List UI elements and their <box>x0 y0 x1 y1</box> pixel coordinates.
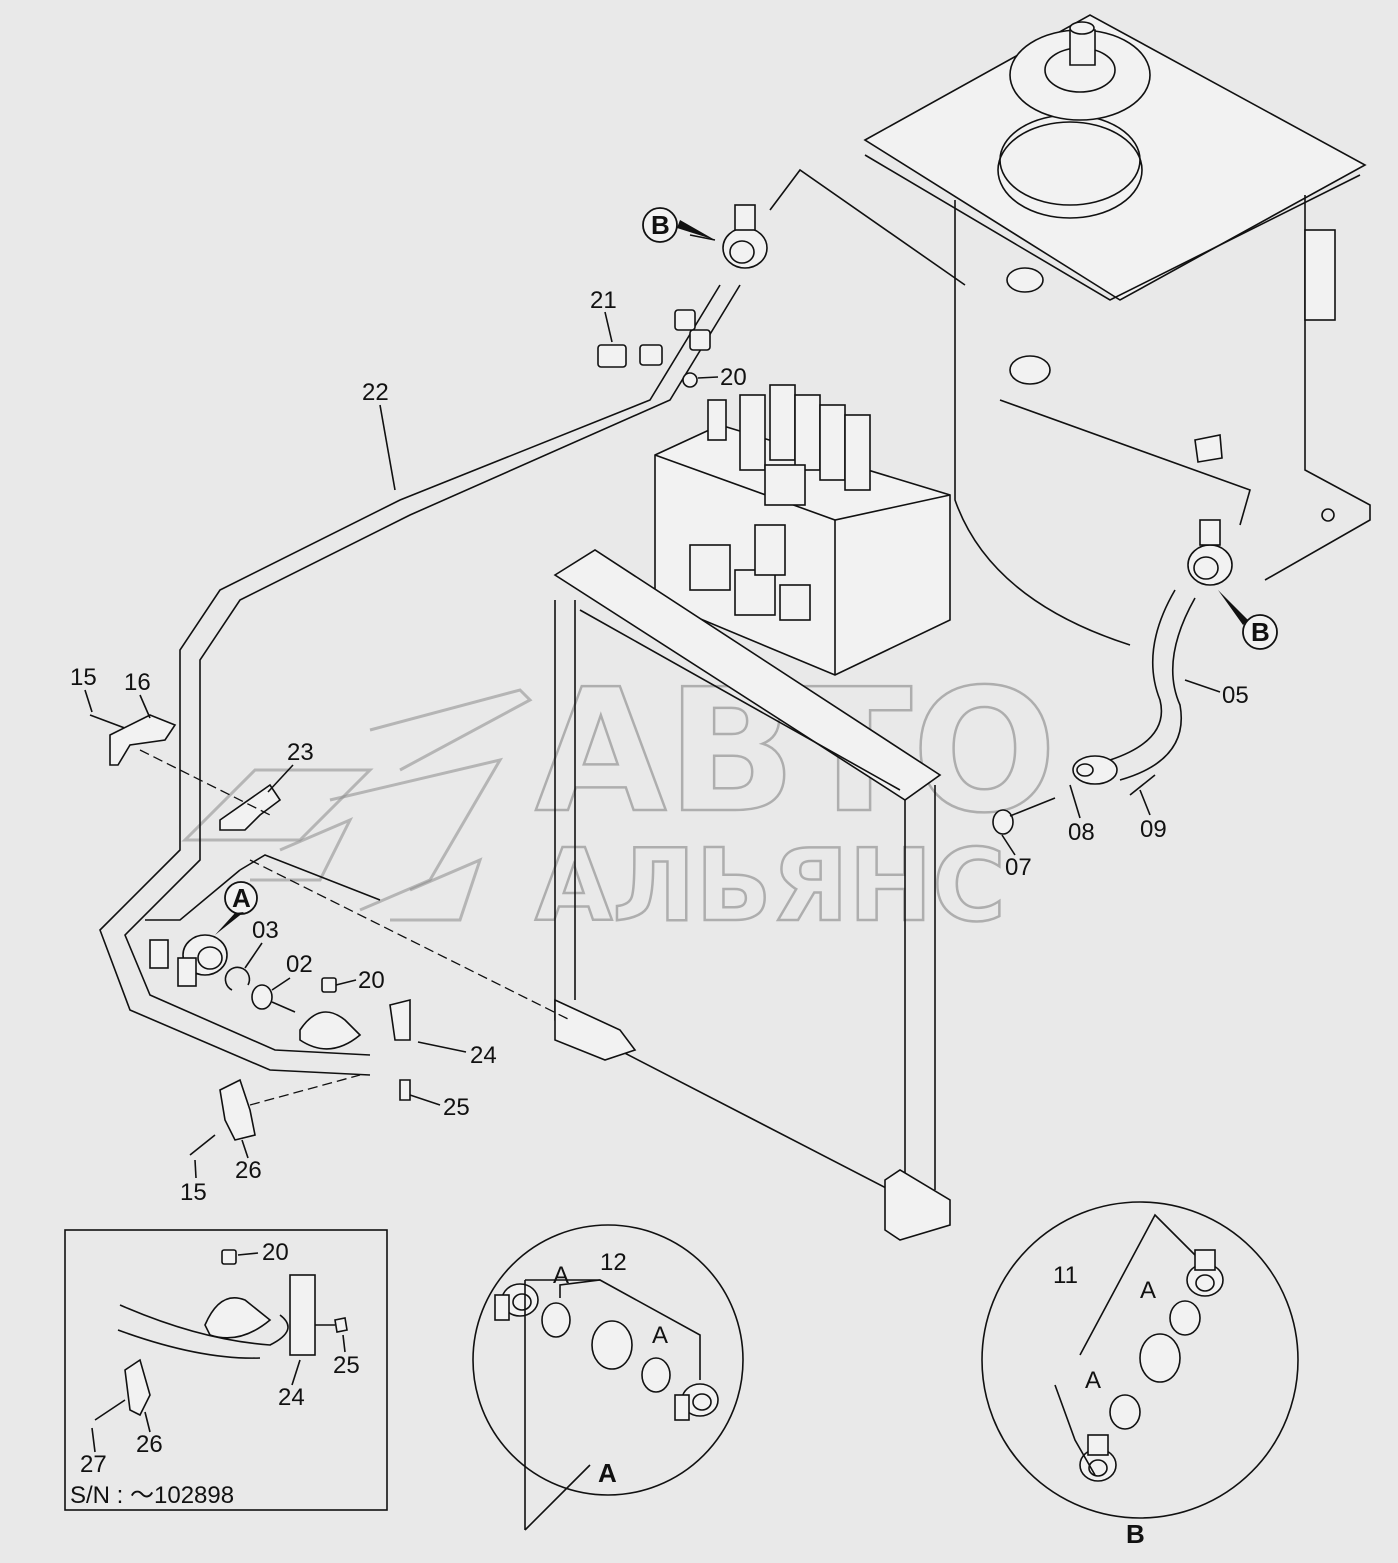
detail-a-clamp-right <box>674 1383 719 1421</box>
callout-16: 16 <box>124 669 151 696</box>
inset-serial-number: S/N : ～102898 <box>70 1482 234 1509</box>
part-07-plug <box>992 797 1056 835</box>
callout-05: 05 <box>1222 682 1249 709</box>
inset-callout-24: 24 <box>278 1384 305 1411</box>
serial-inset <box>64 1229 388 1511</box>
watermark: АВТО АЛЬЯНС <box>181 652 1058 945</box>
detail-b-clamp-bottom <box>1079 1434 1117 1482</box>
detail-a-circle <box>472 1224 744 1496</box>
part-02-fitting <box>251 984 296 1013</box>
detail-a-clamp-left <box>494 1283 539 1321</box>
hose-22 <box>99 284 741 1076</box>
callout-20-mid: 20 <box>358 967 385 994</box>
ref-b-top: B <box>642 207 715 243</box>
callout-11: 11 <box>1053 1262 1078 1289</box>
hydraulic-tank <box>863 14 1371 646</box>
detail-b <box>981 1201 1299 1519</box>
parts-left <box>89 714 571 1156</box>
detail-a-title: A <box>598 1458 617 1488</box>
oil-cooler-frame <box>553 549 951 1241</box>
callout-20-top: 20 <box>720 364 747 391</box>
inset-frame <box>64 1229 388 1511</box>
parts-upper <box>597 204 1233 835</box>
callout-labels: 21 20 22 05 07 08 09 15 16 23 03 02 20 2… <box>70 287 1249 1509</box>
inset-callout-20: 20 <box>262 1239 289 1266</box>
watermark-line2: АЛЬЯНС <box>535 827 1006 944</box>
detail-b-ref-bottom: A <box>1085 1367 1101 1394</box>
callout-15-top: 15 <box>70 664 97 691</box>
detail-a-ref-left: A <box>553 1262 569 1289</box>
control-valve <box>654 384 951 676</box>
detail-b-title: B <box>1126 1519 1145 1549</box>
callout-22: 22 <box>362 379 389 406</box>
clamp-b-top <box>722 204 768 269</box>
watermark-logo <box>181 688 533 922</box>
hose-05 <box>1072 589 1196 785</box>
callout-09: 09 <box>1140 816 1167 843</box>
inset-callout-26: 26 <box>136 1431 163 1458</box>
callout-02: 02 <box>286 951 313 978</box>
callout-08: 08 <box>1068 819 1095 846</box>
ref-a-main: A <box>215 881 258 935</box>
svg-text:A: A <box>232 883 251 913</box>
callout-21: 21 <box>590 287 617 314</box>
clamp-a <box>149 934 228 987</box>
clamp-b-right <box>1187 519 1233 586</box>
callout-26: 26 <box>235 1157 262 1184</box>
detail-a-ref-right: A <box>652 1322 668 1349</box>
callout-12: 12 <box>600 1249 627 1276</box>
detail-b-circle <box>981 1201 1299 1519</box>
callout-24: 24 <box>470 1042 497 1069</box>
callout-23: 23 <box>287 739 314 766</box>
svg-text:B: B <box>651 210 670 240</box>
callout-15-bottom: 15 <box>180 1179 207 1206</box>
detail-b-clamp-top <box>1186 1249 1224 1297</box>
callout-07: 07 <box>1005 854 1032 881</box>
inset-callout-27: 27 <box>80 1451 107 1478</box>
callout-03: 03 <box>252 917 279 944</box>
detail-b-ref-top: A <box>1140 1277 1156 1304</box>
detail-a <box>472 1224 744 1531</box>
reference-lines <box>145 168 1251 921</box>
reference-markers: B B A A A A B A A <box>215 207 1278 1549</box>
svg-text:B: B <box>1251 617 1270 647</box>
ref-b-right: B <box>1218 590 1278 650</box>
inset-callout-25: 25 <box>333 1352 360 1379</box>
callout-25: 25 <box>443 1094 470 1121</box>
